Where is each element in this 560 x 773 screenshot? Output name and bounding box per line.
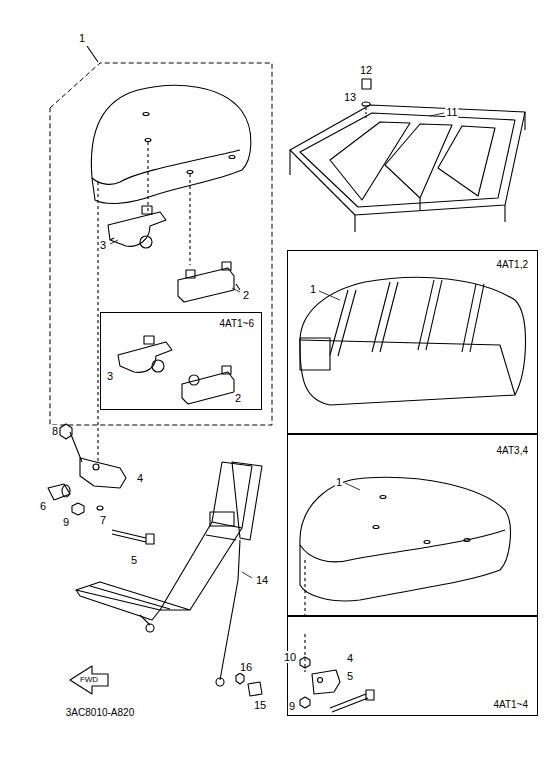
callout-number: 9	[62, 516, 70, 528]
mounting-hardware-4at14	[300, 657, 374, 712]
callout-number: 8	[51, 425, 59, 437]
inset-brackets	[118, 336, 234, 404]
callout-number: 4	[136, 472, 144, 484]
forward-arrow	[70, 666, 108, 694]
callout-number: 2	[242, 289, 250, 301]
callout-number: 2	[234, 392, 242, 404]
bolt-15	[248, 682, 262, 696]
variant-label: 4AT1~4	[492, 699, 529, 711]
callout-number: 12	[359, 64, 373, 76]
dashed-outline	[50, 63, 272, 425]
callout-number: 3	[106, 370, 114, 382]
callout-number: 16	[239, 661, 253, 673]
dashed-border	[50, 63, 272, 425]
leader-lines	[110, 113, 444, 578]
variant-panel: 4AT3,4	[287, 434, 538, 616]
callout-number: 11	[445, 106, 458, 118]
callout-number: 5	[346, 670, 354, 682]
callout-number: 9	[288, 700, 296, 712]
callout-number: 15	[253, 699, 267, 711]
callout-number: 1	[309, 283, 317, 295]
figure-code: 3AC8010-A820	[65, 707, 135, 719]
washer-16	[236, 673, 244, 684]
callout-number: 6	[39, 500, 47, 512]
seat-brackets	[108, 206, 240, 302]
variant-panel: 4AT1,2	[287, 250, 538, 434]
seat-4at34	[300, 477, 511, 672]
mounting-hardware	[48, 424, 154, 544]
dashed-group: 14AT1~6	[50, 63, 272, 425]
callout-number: 13	[343, 91, 357, 103]
variant-label: 4AT3,4	[496, 445, 530, 457]
variant-panel: 4AT1~4	[287, 616, 538, 716]
seat	[91, 85, 251, 465]
callout-number: 14	[255, 574, 269, 586]
variant-label: 4AT1~6	[218, 318, 255, 330]
callout-number: 10	[283, 651, 297, 663]
callout-number: 7	[99, 514, 107, 526]
rear-rack	[76, 462, 262, 686]
variant-label: 4AT1,2	[496, 259, 530, 271]
callout-number: 5	[130, 554, 138, 566]
callout-number: 1	[335, 476, 343, 488]
callout-number: 3	[99, 239, 107, 251]
carrier	[290, 79, 525, 232]
arrow-label: FWD	[79, 674, 99, 686]
callout-number: 4	[346, 652, 354, 664]
callout-number: 1	[78, 32, 86, 44]
seat-4at12	[300, 277, 526, 405]
